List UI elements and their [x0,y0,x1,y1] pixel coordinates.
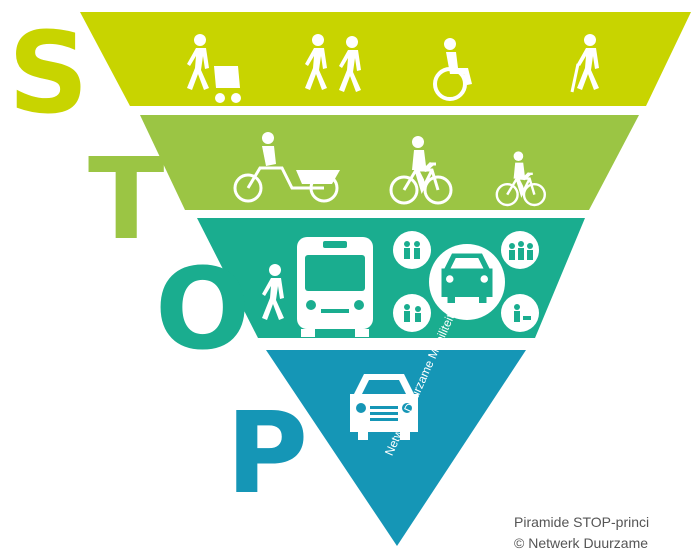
letter-p: P [226,389,308,519]
letter-o: O [155,245,250,375]
parent-with-stroller-icon [187,34,241,103]
walking-cane-icon [570,34,599,93]
bus-icon [297,237,373,337]
people-group-icon [393,231,539,332]
tier-t-band [140,115,639,210]
caption-line-1: Piramide STOP-princi [514,514,650,530]
shared-car-icon [429,244,505,320]
cargo-bike-icon [233,132,340,203]
caption-line-2: © Netwerk Duurzame [514,535,649,551]
wheelchair-icon [433,38,472,101]
letter-s: S [8,9,89,139]
tier-s-band [80,12,691,106]
letter-t: T [88,135,164,265]
tier-p-band [266,350,526,546]
